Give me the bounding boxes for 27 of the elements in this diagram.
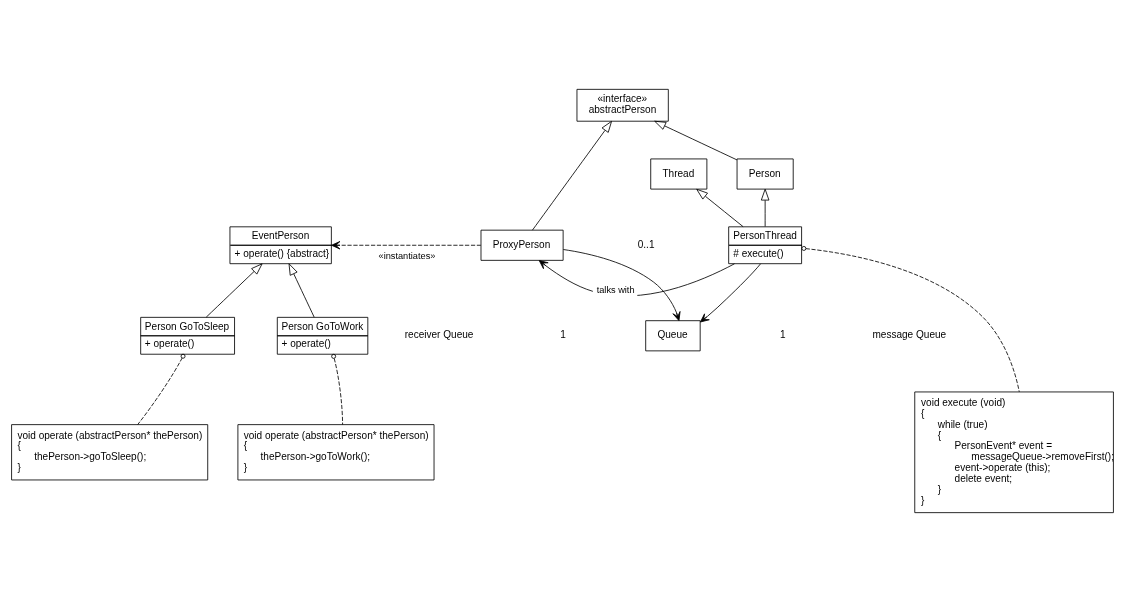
arrow — [532, 120, 612, 231]
label: receiver Queue — [404, 328, 474, 340]
edge-label: «instantiates» — [378, 250, 436, 260]
arrow — [760, 188, 770, 227]
node-box: Queue — [645, 319, 701, 351]
arrow — [288, 262, 315, 318]
connector — [801, 245, 1020, 392]
connector — [331, 353, 343, 425]
arrow — [562, 248, 681, 321]
arrow — [205, 262, 263, 318]
label: 1 — [779, 328, 786, 340]
arrow — [696, 188, 744, 227]
label: 0..1 — [637, 238, 655, 250]
label: 1 — [560, 328, 566, 340]
node-box: void execute (void) { while (true) { PersonEvent* event = messageQueue->removeFirst(); event->operate (this); delete event; } } — [914, 391, 1114, 513]
label: message Queue — [872, 328, 947, 340]
node-box: void operate (abstractPerson* thePerson) { thePerson->goToSleep(); } — [11, 423, 209, 480]
node-box: «interface» abstractPerson — [576, 88, 669, 122]
arrow — [699, 262, 761, 322]
node-box: Thread — [650, 158, 708, 189]
node-box: ProxyPerson — [480, 229, 564, 261]
arrow — [331, 240, 482, 249]
edge-label: talks with — [596, 284, 635, 295]
node-box: Person — [736, 158, 794, 189]
connector — [137, 353, 186, 425]
arrow — [654, 120, 738, 160]
node-box: void operate (abstractPerson* thePerson) { thePerson->goToWork(); } — [237, 423, 435, 480]
